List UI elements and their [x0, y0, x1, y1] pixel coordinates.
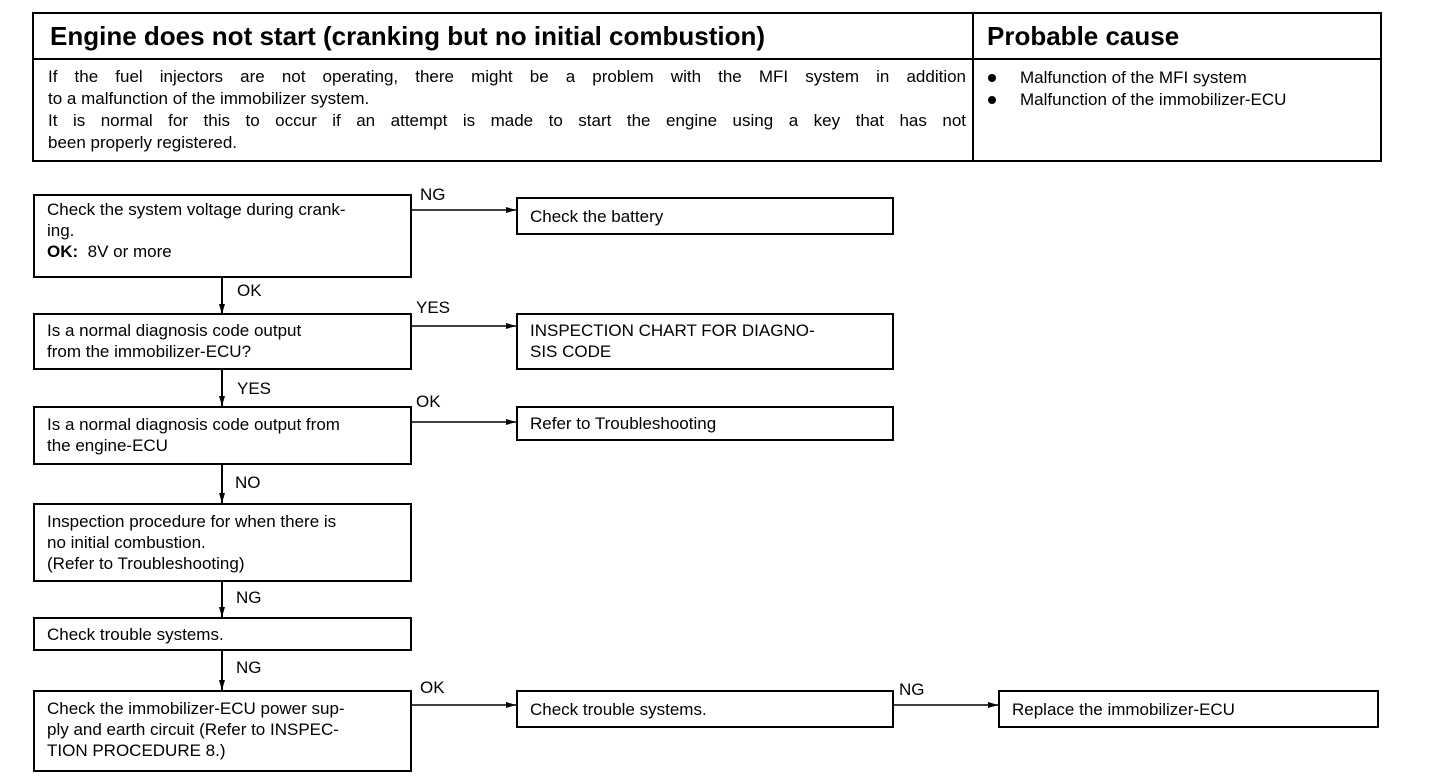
- bullet-icon: [988, 96, 996, 104]
- refer-troubleshooting-box: Refer to Troubleshooting: [516, 406, 894, 441]
- probable-cause-list: Malfunction of the MFI system Malfunctio…: [986, 67, 1286, 111]
- table-header-row: [34, 14, 1380, 60]
- symptom-description: If the fuel injectors are not operating,…: [48, 66, 966, 154]
- label-no: NO: [235, 473, 261, 492]
- label-yes: YES: [416, 298, 451, 317]
- list-item: Malfunction of the immobilizer-ECU: [986, 89, 1286, 111]
- ok-criterion-label: OK:: [47, 242, 79, 261]
- immobilizer-power-check-box: Check the immobilizer-ECU power sup- ply…: [33, 690, 412, 772]
- list-item: Malfunction of the MFI system: [986, 67, 1286, 89]
- description-line: to a malfunction of the immobilizer syst…: [48, 89, 370, 108]
- immobilizer-code-question-box: Is a normal diagnosis code output from t…: [33, 313, 412, 370]
- label-ng: NG: [236, 658, 262, 677]
- label-ng: NG: [899, 680, 925, 699]
- cause-table: Engine does not start (cranking but no i…: [32, 12, 1382, 162]
- check-battery-box: Check the battery: [516, 197, 894, 235]
- check-trouble-systems-box: Check trouble systems.: [33, 617, 412, 651]
- label-ok: OK: [416, 392, 441, 411]
- label-ok: OK: [237, 281, 262, 300]
- label-ng: NG: [420, 185, 446, 204]
- probable-cause-title: Probable cause: [987, 21, 1180, 51]
- bullet-icon: [988, 74, 996, 82]
- description-line: It is normal for this to occur if an att…: [48, 111, 966, 130]
- engine-ecu-code-question-box: Is a normal diagnosis code output from t…: [33, 406, 412, 465]
- description-line: been properly registered.: [48, 133, 238, 152]
- label-ng: NG: [236, 588, 262, 607]
- check-system-voltage-box: Check the system voltage during crank- i…: [33, 194, 412, 278]
- column-divider: [972, 14, 974, 160]
- replace-immobilizer-box: Replace the immobilizer-ECU: [998, 690, 1379, 728]
- inspection-chart-box: INSPECTION CHART FOR DIAGNO- SIS CODE: [516, 313, 894, 370]
- no-combustion-procedure-box: Inspection procedure for when there is n…: [33, 503, 412, 582]
- description-line: If the fuel injectors are not operating,…: [48, 67, 966, 86]
- check-trouble-systems-box-2: Check trouble systems.: [516, 690, 894, 728]
- ok-criterion-value: 8V or more: [87, 242, 172, 261]
- label-yes: YES: [237, 379, 272, 398]
- symptom-title: Engine does not start (cranking but no i…: [50, 21, 766, 51]
- label-ok: OK: [420, 678, 445, 697]
